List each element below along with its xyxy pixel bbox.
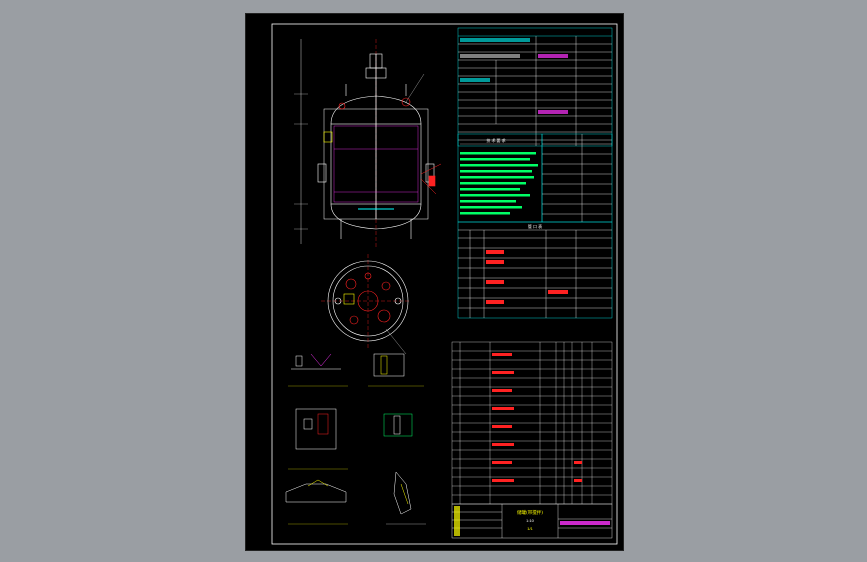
nozzle-table: [457, 221, 613, 319]
sheet-frame: [271, 23, 618, 545]
title-block-scale: 1:10: [526, 518, 535, 523]
title-block-name: 储罐(带搅拌): [517, 509, 543, 516]
detail-views: [285, 353, 426, 525]
technical-notes: [457, 133, 543, 223]
drawing-sheet: 储罐(带搅拌) 1:10 1/1 技 术 要 求 管 口 表: [245, 13, 624, 551]
title-block-sheet: 1/1: [527, 526, 533, 531]
drawing-canvas: 储罐(带搅拌) 1:10 1/1 技 术 要 求 管 口 表: [271, 23, 618, 545]
vessel-elevation-view: [294, 39, 442, 249]
notes-header: 技 术 要 求: [486, 137, 505, 143]
nozzle-header: 管 口 表: [528, 223, 542, 229]
vessel-plan-view: [321, 254, 411, 355]
inspection-table: [541, 133, 613, 223]
parts-list: [451, 341, 613, 505]
title-block: [451, 503, 613, 539]
design-data-table: [457, 27, 613, 147]
